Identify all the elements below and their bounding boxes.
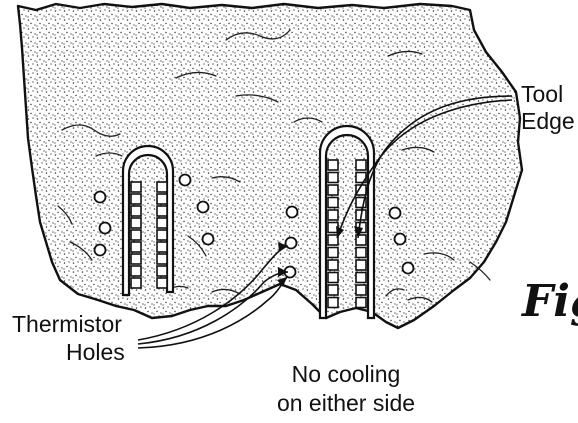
slot-cell bbox=[131, 230, 141, 240]
slot-cell bbox=[328, 248, 338, 258]
thermistor-hole bbox=[287, 207, 298, 218]
slot-cell bbox=[328, 185, 338, 195]
thermistor-hole bbox=[95, 192, 106, 203]
slot-cell bbox=[157, 194, 167, 204]
slot-cell bbox=[328, 260, 338, 270]
slot-cell bbox=[328, 198, 338, 208]
slot-cell bbox=[131, 254, 141, 264]
slot-cell bbox=[131, 194, 141, 204]
slot-cell bbox=[157, 242, 167, 252]
slot-cell bbox=[328, 160, 338, 170]
slot-cell bbox=[328, 285, 338, 295]
slot-cell bbox=[328, 298, 338, 308]
slot-cell bbox=[157, 266, 167, 276]
slot-cell bbox=[157, 182, 167, 192]
slot-cell bbox=[328, 173, 338, 183]
slot-cell bbox=[328, 235, 338, 245]
slot-cell bbox=[356, 260, 366, 270]
workpiece-outline bbox=[18, 4, 522, 328]
slot-cell bbox=[356, 285, 366, 295]
thermistor-hole bbox=[180, 175, 191, 186]
slot-cell bbox=[356, 248, 366, 258]
thermistor-hole bbox=[403, 263, 414, 274]
thermistor-hole bbox=[395, 234, 406, 245]
slot-cell bbox=[328, 210, 338, 220]
slot-cell bbox=[131, 242, 141, 252]
slot-cell bbox=[157, 230, 167, 240]
no-cooling-label-line2: on either side bbox=[277, 390, 415, 416]
slot-cell bbox=[131, 266, 141, 276]
slot-cell bbox=[356, 273, 366, 283]
no-cooling-label-line1: No cooling bbox=[292, 361, 401, 387]
thermistor-hole bbox=[198, 202, 209, 213]
thermistor-hole bbox=[95, 245, 106, 256]
slot-cell bbox=[356, 298, 366, 308]
thermistor-hole bbox=[390, 208, 401, 219]
thermistor-hole bbox=[203, 234, 214, 245]
figure-label: Fig bbox=[520, 276, 578, 327]
slot-cell bbox=[131, 278, 141, 288]
slot-cell bbox=[328, 273, 338, 283]
slot-cell bbox=[131, 182, 141, 192]
thermistor-hole bbox=[100, 223, 111, 234]
slot-cell bbox=[157, 218, 167, 228]
thermistor-label-line1: Thermistor bbox=[12, 311, 122, 337]
slot-cell bbox=[157, 206, 167, 216]
tool-edge-label-line1: Tool bbox=[521, 81, 563, 107]
slot-cell bbox=[131, 218, 141, 228]
thermistor-label-line2: Holes bbox=[66, 339, 125, 365]
slot-cell bbox=[157, 254, 167, 264]
tool-edge-label-line2: Edge bbox=[521, 108, 575, 134]
slot-cell bbox=[157, 278, 167, 288]
slot-cell bbox=[356, 160, 366, 170]
slot-cell bbox=[131, 206, 141, 216]
